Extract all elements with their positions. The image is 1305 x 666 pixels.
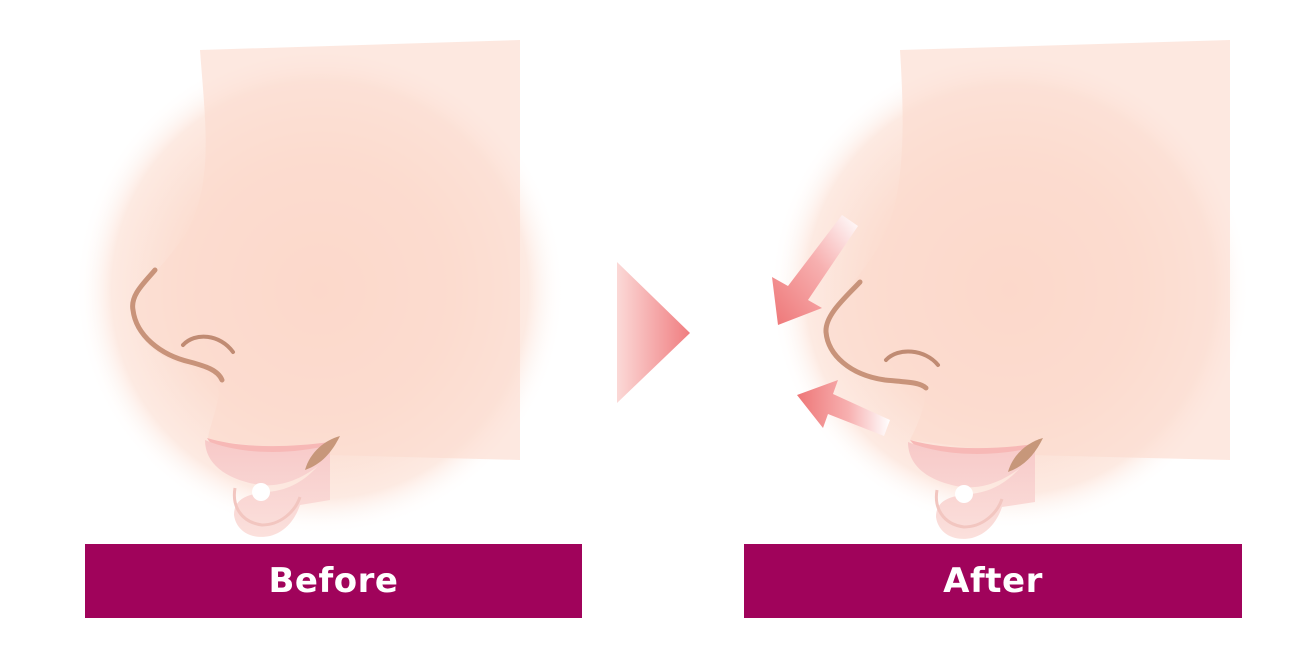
arrow-icon: [772, 215, 890, 436]
after-label: After: [943, 561, 1043, 601]
face-profile-before: [75, 40, 565, 537]
before-label-box: Before: [85, 544, 582, 618]
transition-triangle-icon: [617, 262, 690, 403]
face-profile-after: [770, 40, 1250, 539]
before-label: Before: [268, 561, 399, 601]
after-label-box: After: [744, 544, 1242, 618]
